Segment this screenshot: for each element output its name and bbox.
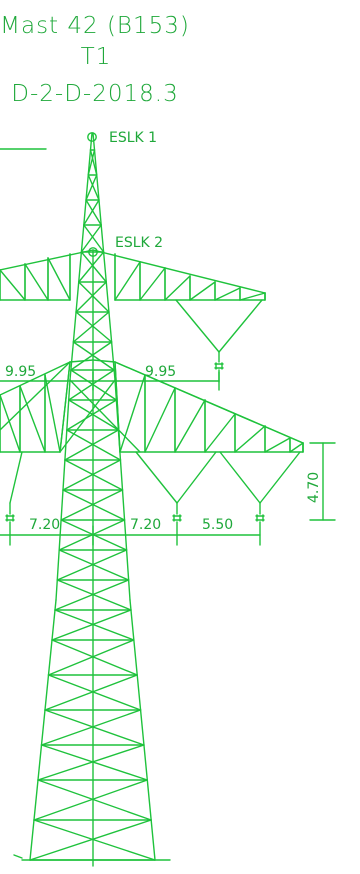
eslk1-icon — [87, 132, 97, 142]
tower-brace — [37, 779, 152, 821]
tower-brace — [64, 429, 120, 461]
tower-brace — [40, 744, 149, 781]
tower-brace — [85, 174, 98, 201]
insulator-string — [219, 451, 261, 504]
tower-brace — [60, 489, 124, 521]
upper-arm-top — [0, 249, 94, 271]
lower-arm-truss — [264, 437, 291, 453]
upper-arm-truss — [0, 269, 26, 301]
tower-brace — [40, 709, 142, 746]
tower-brace — [37, 744, 145, 781]
tower-brace — [51, 609, 132, 641]
tower-brace — [33, 779, 149, 821]
lower-arm-top — [92, 359, 116, 363]
lower-arm-strut — [59, 379, 116, 453]
insulator-string — [259, 451, 301, 504]
tower-leg-right — [92, 132, 116, 381]
dim-lower-right: 5.50 — [202, 517, 233, 533]
upper-arm-truss — [47, 257, 71, 301]
tower-brace — [62, 489, 126, 521]
tower-brace — [51, 639, 138, 676]
tower-brace — [33, 819, 156, 861]
lower-arm-web — [114, 361, 121, 453]
tower-brace — [47, 674, 142, 711]
tower-brace — [87, 174, 100, 201]
upper-arm-top — [92, 249, 266, 294]
tower-brace — [80, 251, 107, 283]
tower-brace — [87, 149, 96, 176]
upper-arm-truss — [239, 292, 266, 301]
upper-arm-truss — [139, 267, 166, 301]
lower-arm-truss — [174, 399, 206, 453]
tower-brace — [29, 819, 152, 861]
tower-brace — [78, 281, 110, 313]
insulator-string — [135, 451, 178, 504]
upper-arm-truss — [24, 263, 49, 301]
tower-brace — [62, 459, 122, 491]
tower-brace — [89, 149, 98, 176]
tower-brace — [70, 341, 113, 371]
lower-arm-truss — [44, 374, 61, 453]
tower-brace — [58, 549, 130, 581]
eslk2-icon — [88, 247, 98, 257]
insulator-string — [218, 299, 263, 353]
tower-brace — [47, 639, 135, 676]
tower-leg-left — [69, 132, 93, 381]
lower-arm-web — [59, 361, 71, 453]
mast-type: T1 — [81, 44, 112, 70]
lower-arm-top — [69, 359, 94, 363]
tower-brace — [80, 224, 102, 253]
upper-arm-truss — [214, 287, 241, 301]
tower-brace — [83, 224, 105, 253]
tower-brace — [75, 281, 107, 313]
lower-arm-truss — [289, 442, 304, 453]
tower-brace — [56, 579, 132, 611]
tower-leg-right — [129, 599, 156, 861]
tower-brace — [66, 399, 118, 431]
tower-brace — [78, 251, 105, 283]
dim-lower-mid: 7.20 — [130, 517, 161, 533]
tower-brace — [64, 459, 124, 491]
tower-brace — [75, 311, 113, 343]
lower-arm-truss — [144, 387, 176, 453]
tower-brace — [56, 549, 128, 581]
lower-arm-truss — [0, 394, 21, 453]
eslk2-label: ESLK 2 — [115, 235, 163, 251]
lower-arm-truss — [119, 374, 146, 453]
upper-arm-truss — [164, 275, 191, 301]
tower-brace — [54, 609, 135, 641]
tower-brace — [72, 311, 110, 343]
tower-brace — [68, 369, 115, 401]
tower-brace — [85, 199, 102, 226]
dim-lower-left: 7.20 — [29, 517, 60, 533]
tower-brace — [72, 341, 115, 371]
ground-mark — [13, 854, 23, 859]
upper-arm-truss — [189, 281, 216, 301]
lower-arm-strut — [69, 379, 141, 453]
dim-vertical: 4.70 — [306, 472, 322, 503]
lower-arm-top — [0, 361, 71, 396]
tower-brace — [44, 709, 145, 746]
tower-structure — [0, 132, 336, 867]
insulator-string — [175, 299, 220, 353]
mast-title: Mast 42 (B153) — [0, 13, 190, 39]
eslk1-label: ESLK 1 — [109, 130, 157, 146]
lower-arm-strut — [0, 361, 71, 431]
mast-code: D-2-D-2018.3 — [11, 81, 178, 107]
tower-brace — [83, 199, 100, 226]
lower-arm-truss — [204, 413, 236, 453]
dim-upper-right: 9.95 — [145, 364, 176, 380]
dim-upper-left: 9.95 — [5, 364, 36, 380]
tower-brace — [44, 674, 138, 711]
insulator-string — [9, 451, 23, 504]
tower-brace — [54, 579, 130, 611]
lower-arm-truss — [234, 425, 266, 453]
insulator-string — [176, 451, 217, 504]
upper-arm-truss — [114, 261, 141, 301]
tower-leg-left — [29, 599, 57, 861]
lower-arm-truss — [19, 385, 46, 453]
lower-arm-strut — [114, 361, 304, 444]
